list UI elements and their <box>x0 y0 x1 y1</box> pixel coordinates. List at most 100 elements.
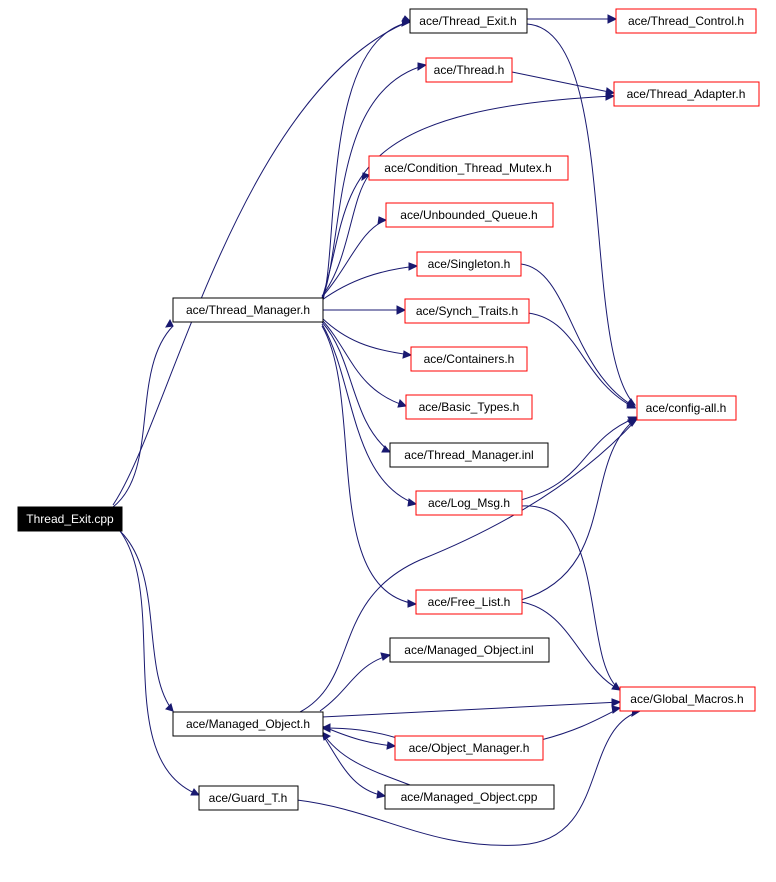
arrowhead <box>190 788 201 796</box>
arrowhead <box>407 498 418 507</box>
node-condition-thread-mutex-h[interactable]: ace/Condition_Thread_Mutex.h <box>368 155 569 181</box>
node-log-msg-h[interactable]: ace/Log_Msg.h <box>415 490 523 516</box>
edge-thread-exit-cpp-to-thread-manager-h <box>112 325 174 508</box>
edge-managed-object-h-to-object-manager-h <box>321 725 396 747</box>
arrowhead <box>401 18 412 27</box>
node-guard-t-h[interactable]: ace/Guard_T.h <box>198 785 299 811</box>
node-thread-exit-h[interactable]: ace/Thread_Exit.h <box>409 8 528 34</box>
arrowhead <box>380 652 392 661</box>
node-global-macros-h[interactable]: ace/Global_Macros.h <box>619 686 756 712</box>
arrowhead <box>627 418 639 427</box>
arrowhead <box>605 87 616 96</box>
node-thread-manager-inl[interactable]: ace/Thread_Manager.inl <box>389 442 549 468</box>
arrowhead <box>376 790 387 799</box>
edge-thread-manager-h-to-containers-h <box>321 317 412 356</box>
edge-log-msg-h-to-config-all-h <box>520 416 638 501</box>
edge-managed-object-cpp-to-managed-object-h <box>321 731 411 786</box>
node-label: ace/Containers.h <box>424 352 515 366</box>
edge-thread-manager-h-to-singleton-h <box>321 265 418 301</box>
arrowhead <box>320 723 331 733</box>
edge-object-manager-h-to-global-macros-h <box>540 707 621 741</box>
node-free-list-h[interactable]: ace/Free_List.h <box>415 589 523 615</box>
node-label: ace/Basic_Types.h <box>419 400 520 414</box>
arrowhead <box>377 216 388 225</box>
arrowhead <box>611 698 622 707</box>
edge-thread-exit-cpp-to-guard-t-h <box>119 530 200 796</box>
node-label: ace/Condition_Thread_Mutex.h <box>384 161 551 175</box>
node-label: Thread_Exit.cpp <box>26 512 114 526</box>
edge-log-msg-h-to-global-macros-h <box>520 505 621 691</box>
node-label: ace/Free_List.h <box>428 595 511 609</box>
node-label: ace/Thread_Exit.h <box>419 14 516 28</box>
edge-free-list-h-to-global-macros-h <box>520 601 621 691</box>
arrowhead <box>396 305 407 315</box>
node-basic-types-h[interactable]: ace/Basic_Types.h <box>405 394 533 420</box>
arrowhead <box>626 401 637 409</box>
node-thread-exit-cpp[interactable]: Thread_Exit.cpp <box>17 506 123 532</box>
edge-thread-manager-h-to-condition-mutex-h <box>321 174 370 297</box>
edge-arrowheads <box>165 14 642 799</box>
node-managed-object-inl[interactable]: ace/Managed_Object.inl <box>389 637 550 663</box>
node-config-all-h[interactable]: ace/config-all.h <box>636 395 737 421</box>
include-edges <box>112 18 641 846</box>
arrowhead <box>402 350 413 359</box>
edge-singleton-h-to-config-all-h <box>520 263 636 408</box>
arrowhead <box>381 445 392 453</box>
edge-synch-traits-h-to-config-all-h <box>527 312 636 409</box>
edge-managed-object-h-to-config-all-h <box>299 418 638 713</box>
node-containers-h[interactable]: ace/Containers.h <box>410 346 528 372</box>
arrowhead <box>408 262 419 271</box>
edge-guard-t-h-to-global-macros-h <box>296 710 641 846</box>
node-label: ace/Thread_Manager.inl <box>404 448 533 462</box>
node-label: ace/Managed_Object.h <box>186 717 310 731</box>
arrowhead <box>397 399 408 408</box>
edge-thread-exit-cpp-to-thread-exit-h <box>112 20 411 506</box>
node-singleton-h[interactable]: ace/Singleton.h <box>416 251 522 277</box>
node-label: ace/Managed_Object.cpp <box>401 790 538 804</box>
node-label: ace/Log_Msg.h <box>428 496 510 510</box>
arrowhead <box>607 14 618 24</box>
node-label: ace/Unbounded_Queue.h <box>400 208 537 222</box>
edge-thread-manager-h-to-log-msg-h <box>321 323 417 505</box>
node-synch-traits-h[interactable]: ace/Synch_Traits.h <box>404 298 530 324</box>
arrowhead <box>611 682 621 691</box>
edge-thread-manager-h-to-thread-exit-h <box>321 21 411 304</box>
edge-managed-object-h-to-managed-object-inl <box>319 654 391 712</box>
node-label: ace/Thread_Adapter.h <box>627 87 746 101</box>
node-unbounded-queue-h[interactable]: ace/Unbounded_Queue.h <box>385 202 554 228</box>
edge-thread-exit-cpp-to-managed-object-h <box>119 530 174 712</box>
node-label: ace/Synch_Traits.h <box>416 304 518 318</box>
arrowhead <box>361 172 371 182</box>
node-label: ace/Thread_Manager.h <box>186 303 310 317</box>
node-thread-h[interactable]: ace/Thread.h <box>425 57 513 83</box>
node-label: ace/Global_Macros.h <box>630 692 743 706</box>
node-label: ace/Thread_Control.h <box>628 14 744 28</box>
node-thread-control-h[interactable]: ace/Thread_Control.h <box>615 8 757 34</box>
edge-thread-manager-h-to-free-list-h <box>321 325 417 605</box>
include-nodes: Thread_Exit.cpp ace/Thread_Manager.h ace… <box>17 8 760 811</box>
edge-thread-exit-h-to-config-all-h <box>526 23 636 406</box>
edge-thread-manager-h-to-basic-types-h <box>321 319 407 407</box>
arrowhead <box>611 705 622 714</box>
node-label: ace/Singleton.h <box>428 257 511 271</box>
edge-thread-manager-h-to-thread-manager-inl <box>321 321 391 453</box>
edge-managed-object-h-to-managed-object-cpp <box>319 730 386 797</box>
node-managed-object-h[interactable]: ace/Managed_Object.h <box>172 711 324 737</box>
node-label: ace/Guard_T.h <box>209 791 288 805</box>
arrowhead <box>417 62 428 71</box>
node-label: ace/config-all.h <box>646 401 727 415</box>
node-object-manager-h[interactable]: ace/Object_Manager.h <box>394 735 544 761</box>
node-thread-adapter-h[interactable]: ace/Thread_Adapter.h <box>613 81 760 107</box>
arrowhead <box>165 703 174 712</box>
node-label: ace/Managed_Object.inl <box>404 643 533 657</box>
arrowhead <box>165 318 174 328</box>
arrowhead <box>386 741 397 750</box>
node-label: ace/Thread.h <box>434 63 505 77</box>
node-thread-manager-h[interactable]: ace/Thread_Manager.h <box>172 297 324 323</box>
node-label: ace/Object_Manager.h <box>409 741 530 755</box>
arrowhead <box>407 599 418 608</box>
edge-object-manager-h-to-managed-object-h <box>321 727 398 739</box>
node-managed-object-cpp[interactable]: ace/Managed_Object.cpp <box>384 784 555 810</box>
edge-managed-object-h-to-global-macros-h <box>321 701 621 718</box>
